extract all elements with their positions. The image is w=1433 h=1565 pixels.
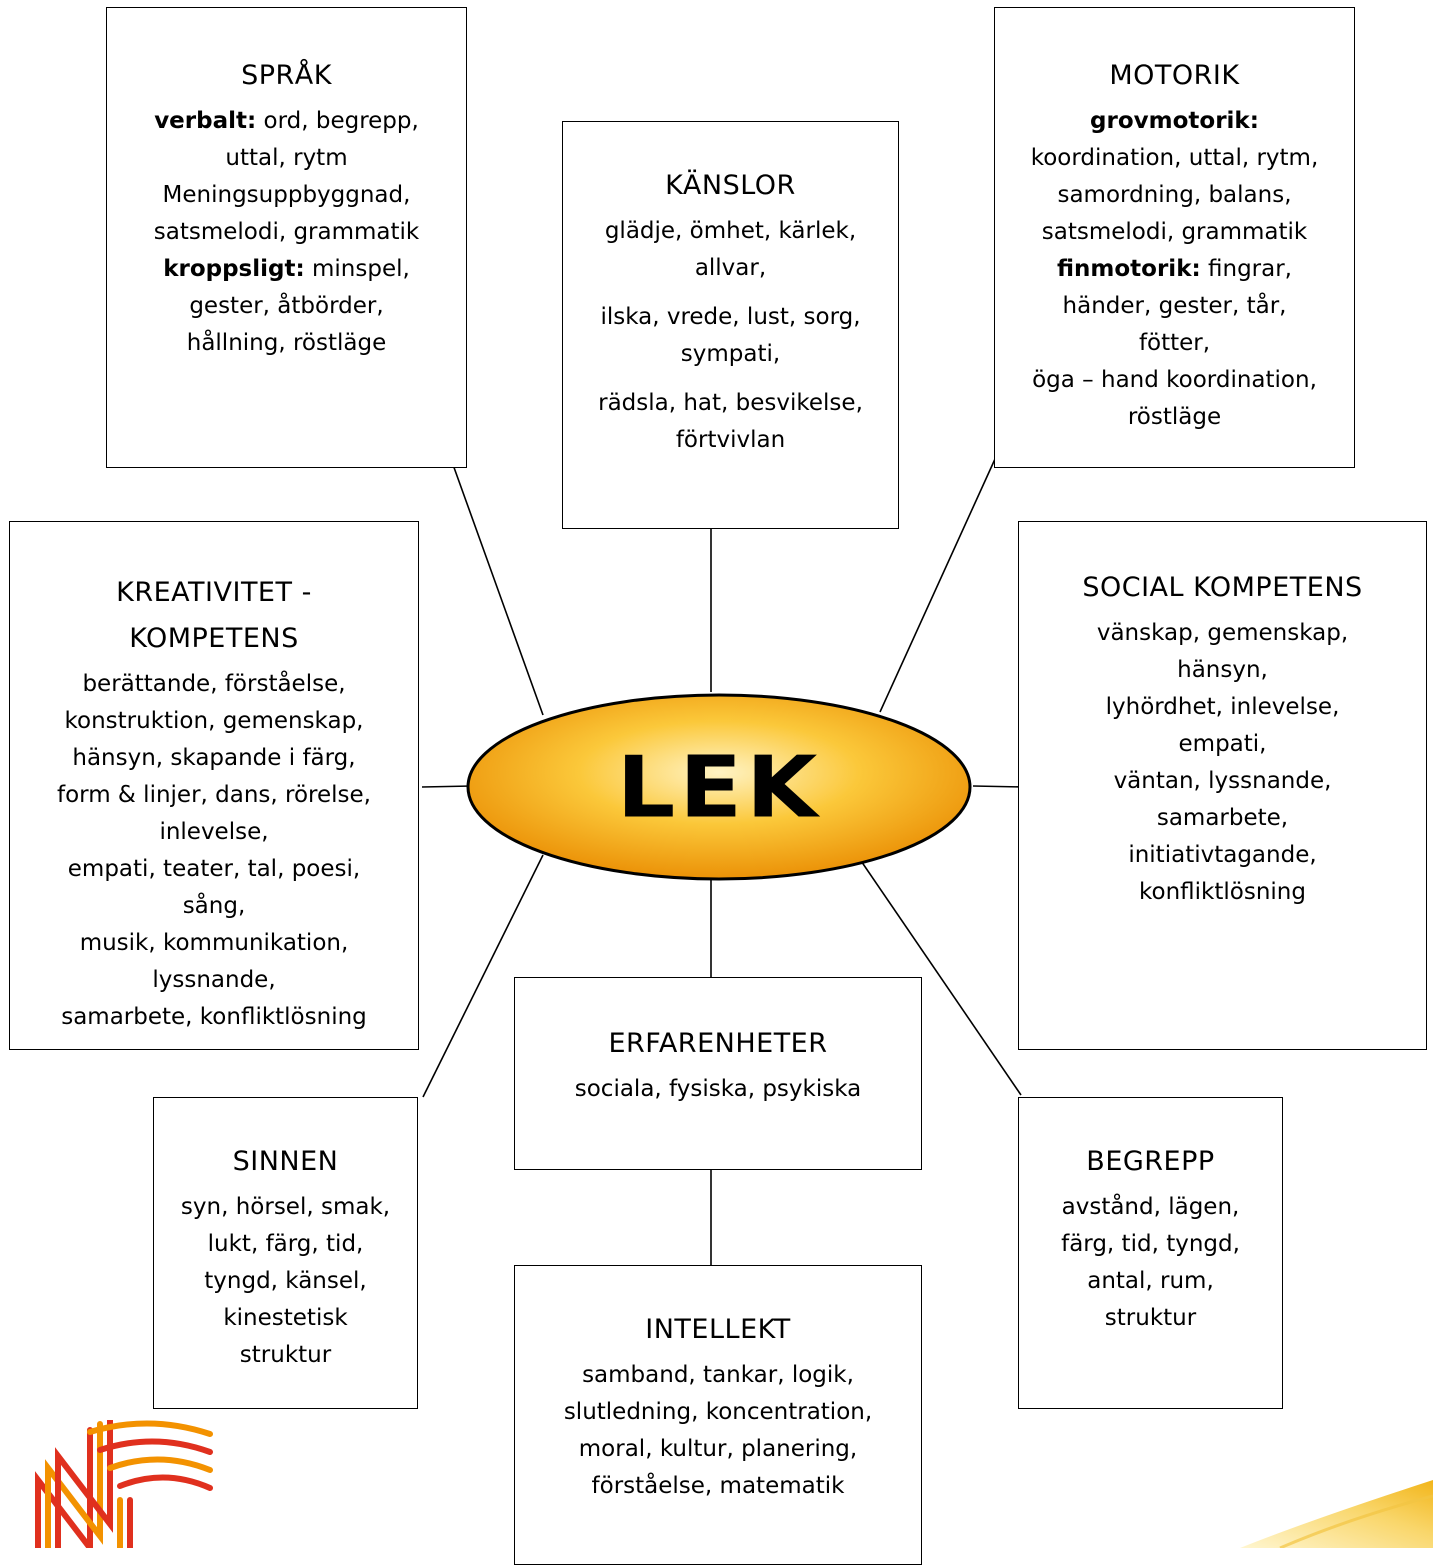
center-label: LEK [616,737,822,837]
text-line: slutledning, koncentration, [563,1399,873,1425]
text-line: kinestetisk [223,1305,348,1331]
text-line: satsmelodi, grammatik [153,219,420,245]
text-line: hänsyn, [1177,657,1268,683]
text-line: initiativtagande, [1128,842,1317,868]
label-grovmotorik: grovmotorik: [1090,108,1259,134]
line-to-begrepp [856,854,1022,1096]
text-line: samarbete, [1156,805,1289,831]
text-line: fingrar, [1200,256,1292,282]
text-line: allvar, [694,255,767,281]
text-line: avstånd, lägen, [1061,1194,1240,1220]
text-line: ilska, vrede, lust, sorg, [600,304,861,330]
label-finmotorik: finmotorik: [1056,256,1201,282]
text-line: syn, hörsel, smak, [180,1194,391,1220]
text-line: färg, tid, tyngd, [1061,1231,1240,1257]
box-title: SINNEN [232,1146,339,1177]
box-title: SOCIAL KOMPETENS [1082,572,1363,603]
box-kreativitet: KREATIVITET - KOMPETENS berättande, förs… [9,521,419,1050]
text-line: röstläge [1127,404,1222,430]
text-line: hänsyn, skapande i färg, [72,745,356,771]
text-line: hållning, röstläge [186,330,387,356]
text-line: vänskap, gemenskap, [1096,620,1349,646]
text-line: berättande, förståelse, [82,671,346,697]
text-line: konstruktion, gemenskap, [64,708,364,734]
label-verbalt: verbalt: [154,108,257,134]
text-line: öga – hand koordination, [1032,367,1317,393]
box-begrepp: BEGREPP avstånd, lägen, färg, tid, tyngd… [1018,1097,1283,1409]
text-line: samband, tankar, logik, [582,1362,854,1388]
box-intellekt: INTELLEKT samband, tankar, logik, slutle… [514,1265,922,1565]
line-to-social [972,785,1025,788]
text-line: tyngd, känsel, [204,1268,367,1294]
text-line: musik, kommunikation, [79,930,349,956]
line-to-sinnen [422,854,544,1098]
box-title: KREATIVITET - [116,577,312,608]
text-line: rädsla, hat, besvikelse, [598,390,863,416]
text-line: lukt, färg, tid, [207,1231,364,1257]
text-line: form & linjer, dans, rörelse, [57,782,371,808]
text-line: väntan, lyssnande, [1113,768,1332,794]
text-line: sång, [182,893,246,919]
text-line: Meningsuppbyggnad, [162,182,411,208]
text-line: antal, rum, [1087,1268,1214,1294]
text-line: händer, gester, tår, [1062,293,1287,319]
decorative-swoosh [1240,1480,1433,1548]
box-motorik: MOTORIK grovmotorik: koordination, uttal… [994,7,1355,468]
text-line: gester, åtbörder, [189,293,384,319]
text-line: inlevelse, [159,819,269,845]
text-line: fötter, [1138,330,1211,356]
text-line: ord, begrepp, [256,108,419,134]
text-line: empati, teater, tal, poesi, [67,856,361,882]
text-line: förtvivlan [675,427,786,453]
text-line: struktur [1104,1305,1197,1331]
box-title-line2: KOMPETENS [129,623,299,654]
text-line: samarbete, konfliktlösning [61,1004,367,1030]
box-title: KÄNSLOR [665,170,796,201]
line-to-kreativitet [421,785,473,788]
box-sprak: SPRÅK verbalt: ord, begrepp, uttal, rytm… [106,7,467,468]
text-line: sociala, fysiska, psykiska [574,1076,862,1102]
box-sinnen: SINNEN syn, hörsel, smak, lukt, färg, ti… [153,1097,418,1409]
box-title: INTELLEKT [645,1314,791,1345]
text-line: uttal, rytm [225,145,348,171]
text-line: lyhördhet, inlevelse, [1105,694,1340,720]
text-line: minspel, [304,256,410,282]
line-to-sprak [446,447,544,716]
box-kanslor: KÄNSLOR glädje, ömhet, kärlek, allvar, i… [562,121,899,529]
text-line: empati, [1178,731,1267,757]
text-line: glädje, ömhet, kärlek, [604,218,857,244]
box-social-kompetens: SOCIAL KOMPETENS vänskap, gemenskap, hän… [1018,521,1427,1050]
text-line: satsmelodi, grammatik [1041,219,1308,245]
box-erfarenheter: ERFARENHETER sociala, fysiska, psykiska [514,977,922,1170]
label-kroppsligt: kroppsligt: [163,256,305,282]
text-line: sympati, [680,341,781,367]
text-line: struktur [239,1342,332,1368]
box-title: SPRÅK [241,60,332,91]
box-title: ERFARENHETER [608,1028,828,1059]
text-line: koordination, uttal, rytm, [1030,145,1319,171]
center-ellipse [466,693,972,881]
text-line: samordning, balans, [1057,182,1292,208]
box-title: MOTORIK [1109,60,1240,91]
box-title: BEGREPP [1086,1146,1215,1177]
logo-n-mark [35,1420,213,1548]
text-line: konfliktlösning [1139,879,1306,905]
text-line: moral, kultur, planering, [578,1436,858,1462]
text-line: förståelse, matematik [591,1473,845,1499]
text-line: lyssnande, [152,967,276,993]
line-to-motorik [879,447,1001,713]
center-node: LEK [465,692,973,882]
